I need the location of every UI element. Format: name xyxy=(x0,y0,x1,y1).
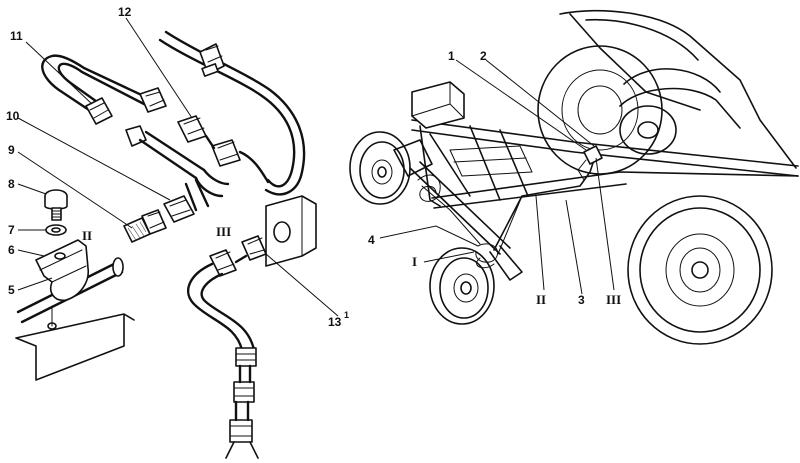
roman-right-i: I xyxy=(412,254,417,269)
callout-labels: 11 12 10 9 8 7 6 5 13 1 II III 1 2 4 I I… xyxy=(6,5,621,329)
roman-right-ii: II xyxy=(536,292,546,307)
cab-body xyxy=(559,9,797,169)
roman-right-iii: III xyxy=(606,292,621,307)
rear-wheel-right xyxy=(627,195,773,345)
roman-left-ii: II xyxy=(82,228,92,243)
front-wheel-bottom xyxy=(429,247,495,325)
label-9: 9 xyxy=(8,143,15,157)
part-11-u-pipe xyxy=(41,54,167,125)
part-8-bolt xyxy=(44,189,68,221)
label-3: 3 xyxy=(578,293,585,307)
part-12-pipe xyxy=(158,30,306,196)
brake-line-route xyxy=(417,145,603,269)
label-4: 4 xyxy=(368,233,375,247)
label-13: 13 xyxy=(328,315,342,329)
part-13-bracket-pipe xyxy=(186,195,317,459)
part-10-t-piece xyxy=(125,125,230,223)
label-2: 2 xyxy=(480,49,487,63)
label-10: 10 xyxy=(6,109,20,123)
label-12: 12 xyxy=(118,5,132,19)
part-9-nipple xyxy=(123,209,167,243)
leader-lines xyxy=(17,17,615,317)
label-7: 7 xyxy=(8,223,15,237)
label-6: 6 xyxy=(8,243,15,257)
roman-left-iii: III xyxy=(216,224,231,239)
label-1: 1 xyxy=(448,49,455,63)
chassis-frame xyxy=(411,81,799,209)
label-13-mark: 1 xyxy=(344,310,349,320)
label-5: 5 xyxy=(8,283,15,297)
label-11: 11 xyxy=(10,29,23,43)
part-7-washer xyxy=(45,224,67,236)
part-6-clamp xyxy=(15,239,135,381)
label-8: 8 xyxy=(8,177,15,191)
